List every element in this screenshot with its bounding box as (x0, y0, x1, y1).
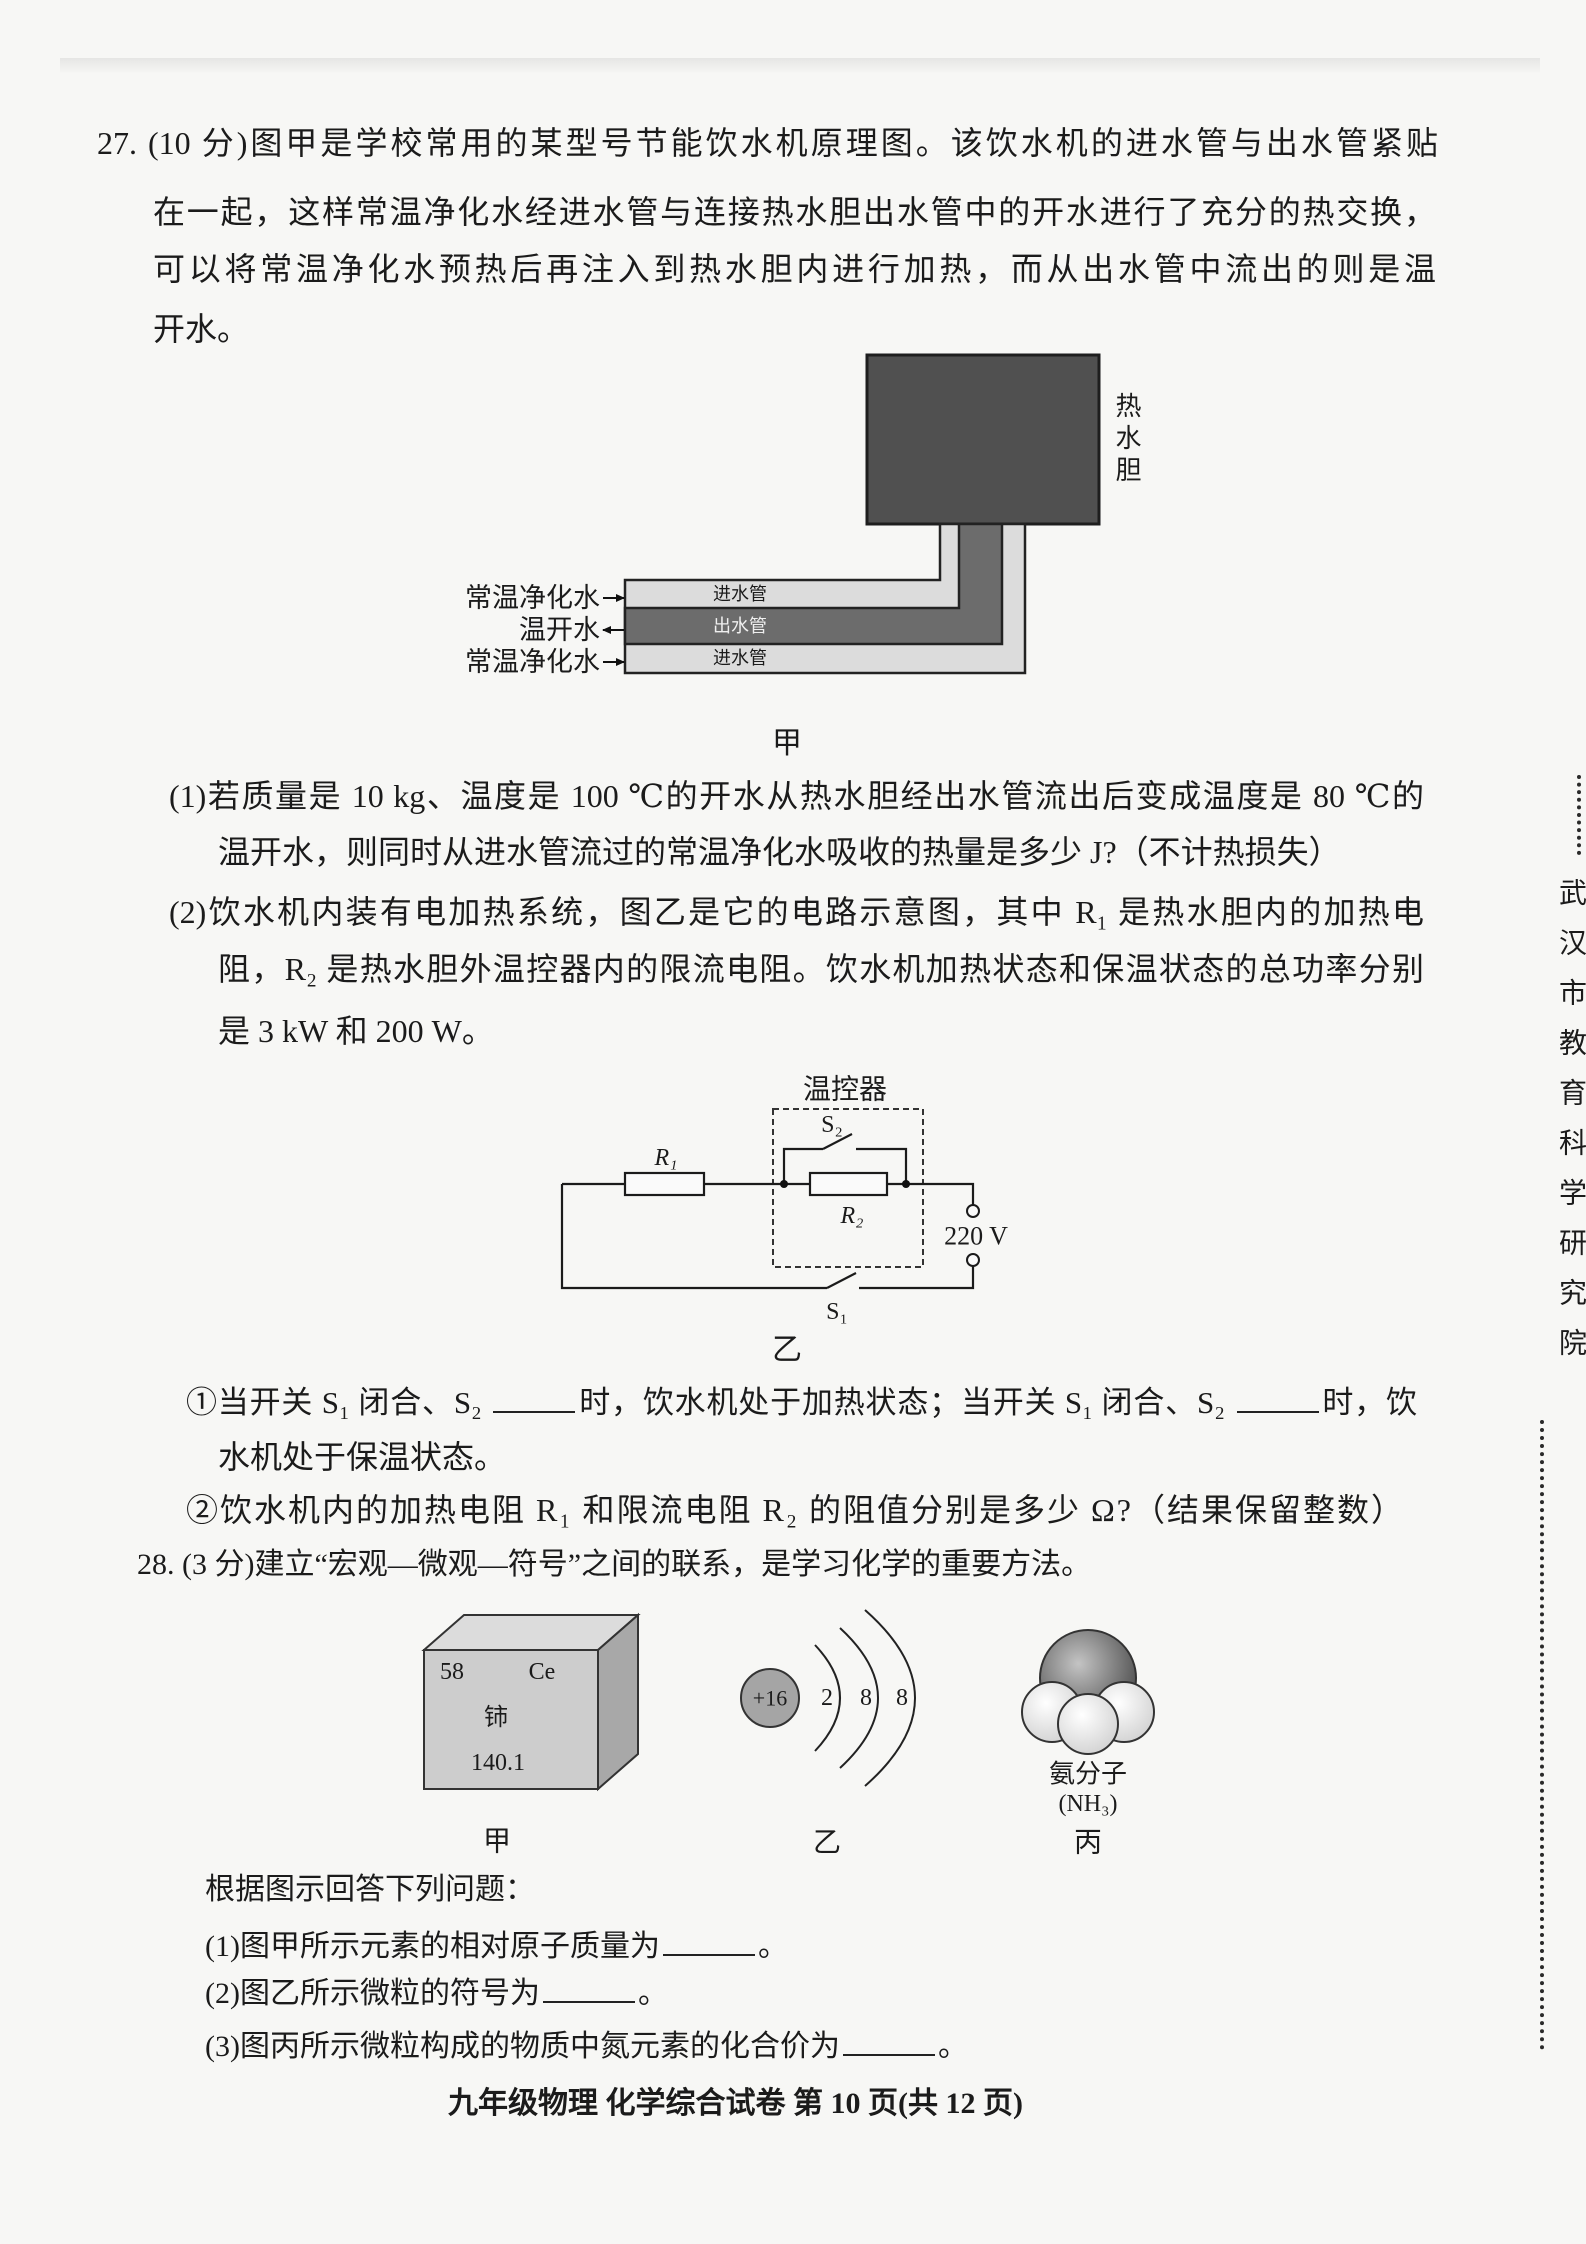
voltage-label: 220 V (944, 1222, 1008, 1251)
scan-shadow (60, 58, 1540, 74)
q28-question-2-text: (2)图乙所示微粒的符号为 (205, 1977, 540, 2010)
q28-question-1: (1)图甲所示元素的相对原子质量为 。 (205, 1927, 788, 1967)
thermostat-box (772, 1108, 924, 1268)
s1-label: S₁ (826, 1299, 848, 1325)
input-label-top: 常温净化水 (465, 583, 600, 613)
junction-dot (902, 1180, 910, 1188)
answer-blank (1236, 1387, 1319, 1413)
chemistry-figures: 58 Ce 铈 140.1 甲 +16 2 8 8 乙 氨分子 (NH₃) 丙 (421, 1609, 1155, 1859)
answer-blank (493, 1387, 576, 1413)
pipe-label-outlet: 出水管 (713, 616, 767, 636)
q28-question-2: (2)图乙所示微粒的符号为 。 (205, 1974, 668, 2014)
junction-dot (780, 1180, 788, 1188)
electron-shell (839, 1627, 879, 1769)
q27-sub1-text-a: ①当开关 S₁ 闭合、S₂ (186, 1385, 491, 1420)
answer-blank (662, 1932, 755, 1956)
circuit-wire (560, 1184, 975, 1290)
element-card-front (423, 1649, 599, 1790)
r2-label: R₂ (839, 1203, 863, 1229)
s2-label: S₂ (821, 1112, 843, 1138)
figure-a-caption: 甲 (772, 727, 802, 760)
binding-line-top (1577, 775, 1581, 855)
thermostat-label: 温控器 (803, 1074, 887, 1106)
q27-part1-line-2: 温开水，则同时从进水管流过的常温净化水吸收的热量是多少 J?（不计热损失） (218, 834, 1341, 870)
circuit-diagram: 温控器 R₁ S₂ R₂ 220 V S₁ 乙 (560, 1074, 1008, 1367)
q27-stem-line-3: 可以将常温净化水预热后再注入到热水胆内进行加热，而从出水管中流出的则是温 (153, 251, 1436, 287)
power-terminal (966, 1253, 980, 1267)
atomic-mass: 140.1 (471, 1750, 525, 1776)
q27-sub1-text-b: 时，饮水机处于加热状态；当开关 S₁ 闭合、S₂ (578, 1385, 1234, 1420)
q27-stem-line-2: 在一起，这样常温净化水经进水管与连接热水胆出水管中的开水进行了充分的热交换， (153, 194, 1436, 230)
outlet-pipe (623, 522, 1004, 646)
q28-stem: 28. (3 分)建立“宏观—微观—符号”之间的联系，是学习化学的重要方法。 (137, 1548, 1092, 1581)
figure-b-caption: 乙 (772, 1334, 802, 1367)
switch-s1-blade (826, 1272, 857, 1289)
figure-card-caption: 甲 (483, 1827, 511, 1858)
binding-line (1540, 1420, 1544, 2050)
shell-electrons-2: 8 (860, 1685, 872, 1711)
switch-s2-blade (822, 1133, 853, 1150)
q27-part2-line-1: (2)饮水机内装有电加热系统，图乙是它的电路示意图，其中 R₁ 是热水胆内的加热… (169, 894, 1424, 930)
electron-shell (814, 1644, 841, 1752)
resistor-r2 (808, 1171, 889, 1197)
r1-label: R₁ (653, 1145, 677, 1171)
electron-shell (864, 1609, 916, 1787)
answer-blank (842, 2032, 935, 2056)
power-terminal (966, 1204, 980, 1218)
figure-molecule-caption: 丙 (1074, 1828, 1102, 1859)
q27-part1-line-1: (1)若质量是 10 kg、温度是 100 ℃的开水从热水胆经出水管流出后变成温… (169, 778, 1424, 814)
q28-prompt: 根据图示回答下列问题： (205, 1873, 535, 1906)
pipe-label-inlet-top: 进水管 (713, 584, 767, 604)
q27-part2-line-3: 是 3 kW 和 200 W。 (218, 1013, 494, 1049)
input-label-bottom: 常温净化水 (465, 647, 600, 677)
q28-question-1-text: (1)图甲所示元素的相对原子质量为 (205, 1930, 660, 1963)
margin-institution: 武汉市教育科学研究院 (1555, 878, 1586, 1378)
q27-stem-line-1: 27. (10 分)图甲是学校常用的某型号节能饮水机原理图。该饮水机的进水管与出… (97, 125, 1438, 161)
q28-question-3-end: 。 (937, 2030, 968, 2063)
resistor-r1 (623, 1171, 706, 1197)
q28-question-3-text: (3)图丙所示微粒构成的物质中氮元素的化合价为 (205, 2030, 840, 2063)
molecule-formula: (NH₃) (1058, 1791, 1117, 1817)
q27-sub1-line-2: 水机处于保温状态。 (218, 1439, 507, 1475)
q27-part2-line-2: 阻，R₂ 是热水胆外温控器内的限流电阻。饮水机加热状态和保温状态的总功率分别 (218, 951, 1424, 987)
q28-question-1-end: 。 (757, 1930, 788, 1963)
shell-electrons-1: 2 (821, 1685, 833, 1711)
shell-electrons-3: 8 (896, 1685, 908, 1711)
q28-question-2-end: 。 (637, 1977, 668, 2010)
q27-sub1-text-c: 时，饮 (1321, 1385, 1417, 1420)
nucleus (740, 1668, 800, 1728)
circuit-wire (562, 1182, 975, 1205)
molecule-name: 氨分子 (1049, 1760, 1127, 1789)
element-name: 铈 (484, 1704, 508, 1731)
nucleus-charge: +16 (753, 1686, 787, 1711)
hot-water-tank (865, 353, 1101, 526)
pipe-label-inlet-bottom: 进水管 (713, 648, 767, 668)
q27-sub1-line-1: ①当开关 S₁ 闭合、S₂ 时，饮水机处于加热状态；当开关 S₁ 闭合、S₂ 时… (186, 1381, 1417, 1425)
q28-question-3: (3)图丙所示微粒构成的物质中氮元素的化合价为 。 (205, 2027, 968, 2067)
element-symbol: Ce (529, 1659, 556, 1685)
q27-sub2: ②饮水机内的加热电阻 R₁ 和限流电阻 R₂ 的阻值分别是多少 Ω?（结果保留整… (186, 1492, 1405, 1528)
output-label: 温开水 (519, 615, 600, 645)
water-dispenser-diagram: 进水管 出水管 进水管 常温净化水 温开水 常温净化水 (465, 353, 1101, 677)
atomic-number: 58 (440, 1659, 464, 1685)
answer-blank (542, 1979, 635, 2003)
q27-stem-line-4: 开水。 (153, 311, 250, 347)
tank-label: 热水胆 (1112, 392, 1141, 488)
switch-s2-branch (782, 1147, 908, 1184)
hydrogen-atom (1057, 1693, 1119, 1755)
page-footer: 九年级物理 化学综合试卷 第 10 页(共 12 页) (448, 2087, 1023, 2120)
figure-atom-caption: 乙 (813, 1828, 841, 1859)
